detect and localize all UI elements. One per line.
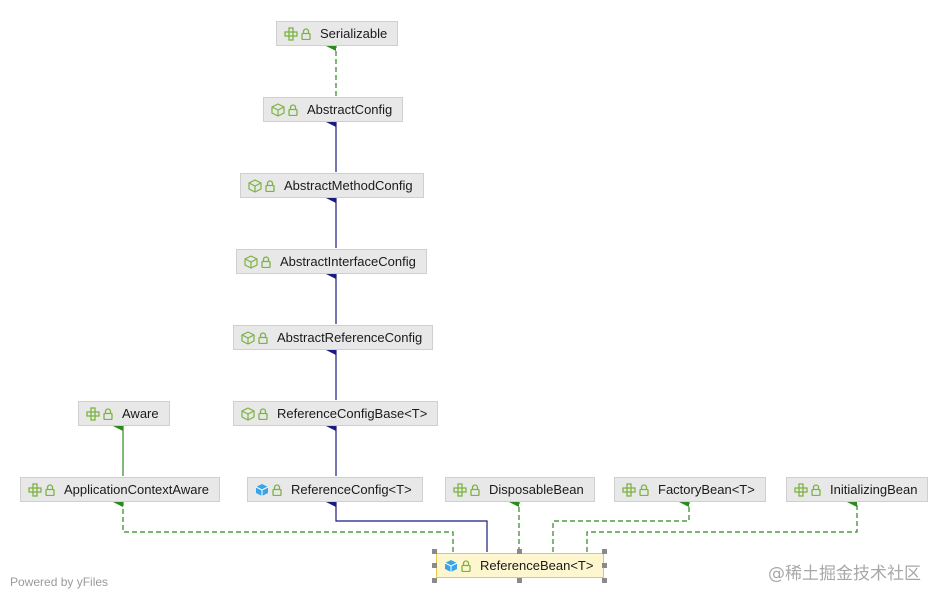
- lock-icon: [265, 179, 275, 192]
- lock-icon: [301, 27, 311, 40]
- node-label: ApplicationContextAware: [64, 482, 210, 497]
- interface-icon: [284, 26, 298, 41]
- watermark: @稀土掘金技术社区: [768, 564, 921, 584]
- lock-icon: [258, 331, 268, 344]
- node-application-context-aware[interactable]: ApplicationContextAware: [20, 477, 221, 502]
- lock-icon: [470, 483, 480, 496]
- node-label: AbstractConfig: [307, 102, 393, 117]
- node-abstract-interface-config[interactable]: AbstractInterfaceConfig: [236, 249, 427, 274]
- interface-icon: [86, 406, 100, 421]
- node-reference-bean[interactable]: ReferenceBean<T>: [436, 553, 605, 578]
- abstract-class-icon: [241, 330, 255, 345]
- node-label: InitializingBean: [830, 482, 918, 497]
- node-disposable-bean[interactable]: DisposableBean: [445, 477, 595, 502]
- selection-handle[interactable]: [432, 563, 437, 568]
- selection-handle[interactable]: [602, 563, 607, 568]
- edge-referencebean-initializingbean: [586, 497, 858, 552]
- node-factory-bean[interactable]: FactoryBean<T>: [614, 477, 766, 502]
- node-aware[interactable]: Aware: [78, 401, 170, 426]
- selection-handle[interactable]: [517, 549, 522, 554]
- lock-icon: [461, 559, 471, 572]
- node-abstract-config[interactable]: AbstractConfig: [263, 97, 404, 122]
- selection-handle[interactable]: [432, 549, 437, 554]
- lock-icon: [103, 407, 113, 420]
- node-label: FactoryBean<T>: [658, 482, 755, 497]
- powered-by-label: Powered by yFiles: [10, 575, 109, 589]
- selection-handle[interactable]: [517, 578, 522, 583]
- interface-icon: [794, 482, 808, 497]
- edge-referencebean-applicationcontextaware: [113, 497, 454, 552]
- node-label: ReferenceConfig<T>: [291, 482, 412, 497]
- node-reference-config-base[interactable]: ReferenceConfigBase<T>: [233, 401, 439, 426]
- lock-icon: [811, 483, 821, 496]
- node-label: Serializable: [320, 26, 388, 41]
- node-label: AbstractReferenceConfig: [277, 330, 423, 345]
- node-label: DisposableBean: [489, 482, 584, 497]
- node-label: ReferenceBean<T>: [480, 558, 594, 573]
- abstract-class-icon: [241, 406, 255, 421]
- lock-icon: [45, 483, 55, 496]
- node-reference-config[interactable]: ReferenceConfig<T>: [247, 477, 423, 502]
- abstract-class-icon: [244, 254, 258, 269]
- selection-handle[interactable]: [602, 549, 607, 554]
- node-initializing-bean[interactable]: InitializingBean: [786, 477, 929, 502]
- class-icon: [255, 483, 269, 497]
- edge-referencebean-referenceconfig: [326, 497, 488, 552]
- lock-icon: [288, 103, 298, 116]
- lock-icon: [261, 255, 271, 268]
- node-serializable[interactable]: Serializable: [276, 21, 399, 46]
- class-icon: [444, 559, 458, 573]
- interface-icon: [622, 482, 636, 497]
- lock-icon: [258, 407, 268, 420]
- lock-icon: [639, 483, 649, 496]
- lock-icon: [272, 483, 282, 496]
- abstract-class-icon: [271, 102, 285, 117]
- node-label: ReferenceConfigBase<T>: [277, 406, 428, 421]
- node-label: AbstractMethodConfig: [284, 178, 413, 193]
- interface-icon: [453, 482, 467, 497]
- node-abstract-method-config[interactable]: AbstractMethodConfig: [240, 173, 424, 198]
- interface-icon: [28, 482, 42, 497]
- selection-handle[interactable]: [602, 578, 607, 583]
- node-label: AbstractInterfaceConfig: [280, 254, 416, 269]
- abstract-class-icon: [248, 178, 262, 193]
- selection-handle[interactable]: [432, 578, 437, 583]
- edge-referencebean-factorybean: [552, 497, 690, 552]
- node-label: Aware: [122, 406, 159, 421]
- node-abstract-reference-config[interactable]: AbstractReferenceConfig: [233, 325, 434, 350]
